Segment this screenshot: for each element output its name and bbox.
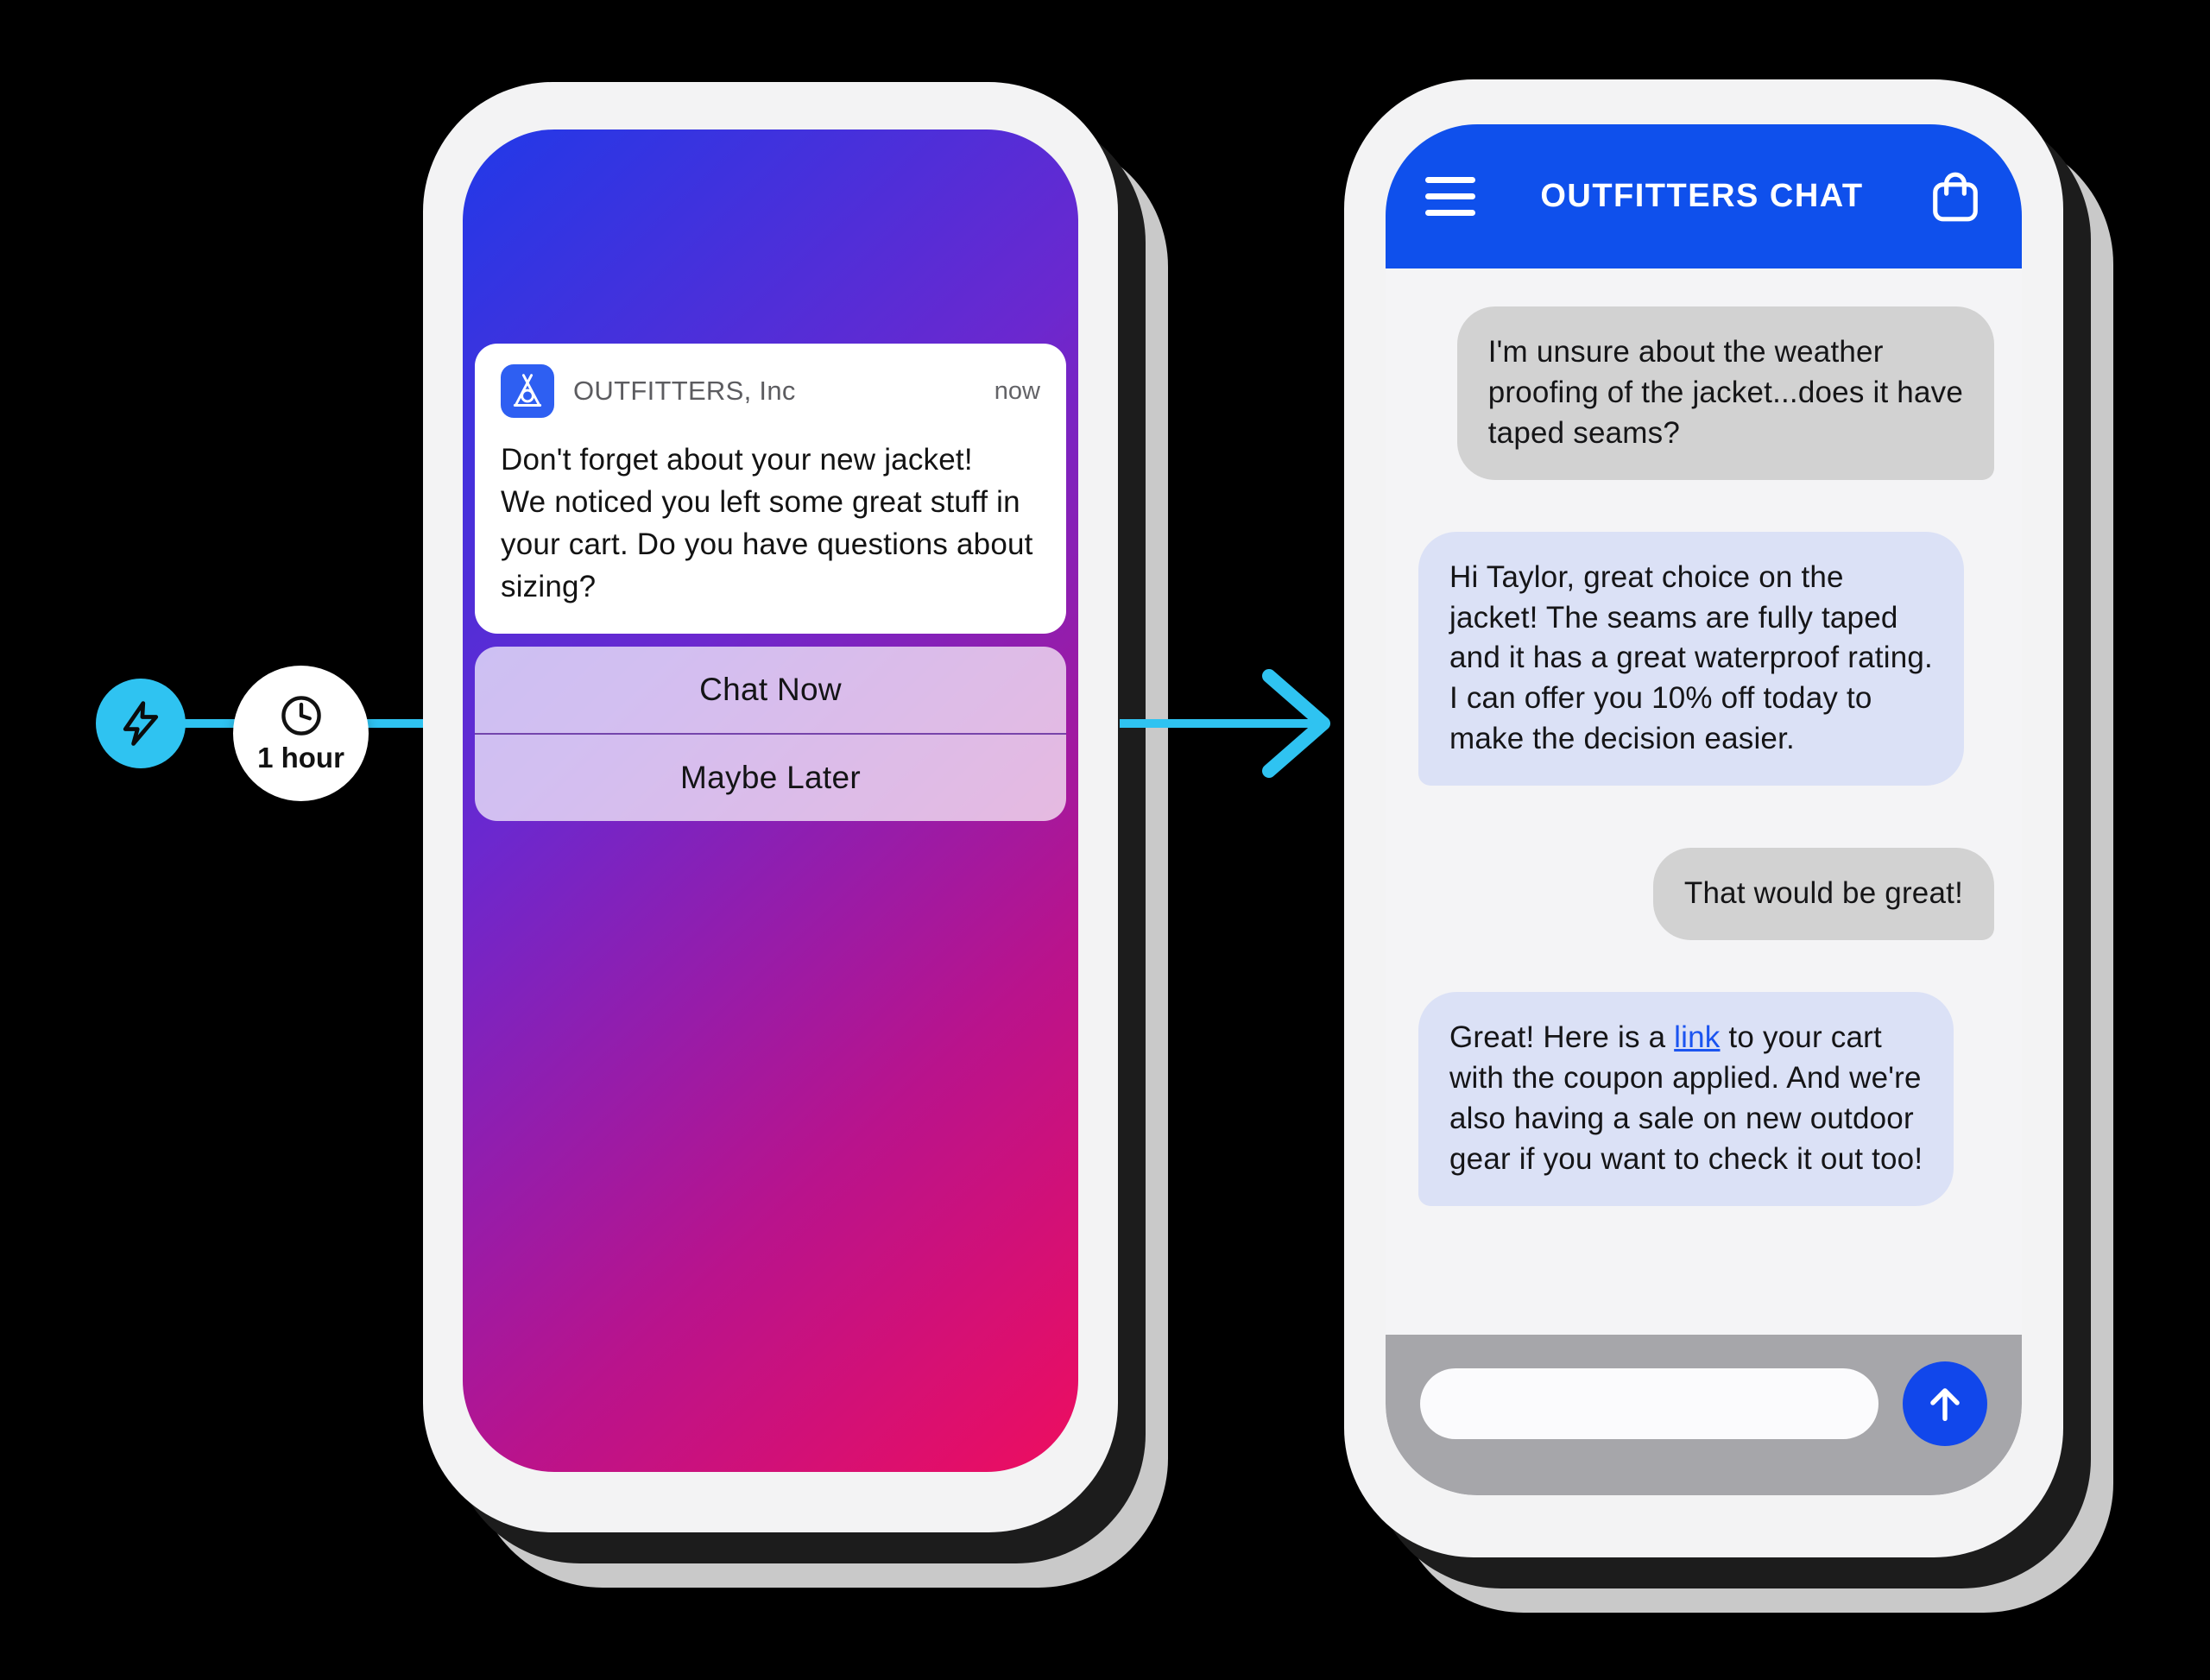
send-button[interactable] [1903,1361,1987,1446]
chat-phone: OUTFITTERS CHAT I'm unsure about the wea… [1344,79,2063,1557]
notification-body: Don't forget about your new jacket! We n… [501,443,1033,603]
notification-phone-screen: OUTFITTERS, Inc now Don't forget about y… [463,129,1078,1472]
tent-icon [513,374,542,407]
notification-timestamp: now [994,376,1040,405]
chat-phone-screen: OUTFITTERS CHAT I'm unsure about the wea… [1386,124,2022,1495]
maybe-later-button[interactable]: Maybe Later [475,733,1066,821]
chat-composer [1386,1335,2022,1495]
delay-badge: 1 hour [233,666,369,801]
notification-header: OUTFITTERS, Inc now [501,364,1040,418]
hamburger-icon [1425,193,1475,199]
push-notification-card[interactable]: OUTFITTERS, Inc now Don't forget about y… [475,344,1066,634]
cart-link[interactable]: link [1674,1020,1721,1055]
trigger-badge [96,679,186,768]
app-icon [501,364,554,418]
flow-arrow-icon [1262,669,1330,778]
flow-connector-line [1120,719,1320,728]
chat-bubble-agent: Hi Taylor, great choice on the jacket! T… [1418,531,1964,786]
shopping-bag-icon [1933,172,1978,221]
menu-button[interactable] [1425,177,1475,216]
app-name: OUTFITTERS, Inc [573,376,796,406]
hamburger-icon [1425,210,1475,216]
chat-messages: I'm unsure about the weather proofing of… [1386,268,2022,1335]
lightning-icon [123,701,159,746]
chat-now-button[interactable]: Chat Now [699,672,842,707]
hamburger-icon [1425,177,1475,183]
arrow-up-icon [1930,1388,1960,1422]
delay-label: 1 hour [257,741,344,774]
cart-button[interactable] [1929,167,1982,226]
chat-bubble-user: I'm unsure about the weather proofing of… [1456,306,1994,480]
chat-bubble-agent: Great! Here is a link to your cart with … [1418,992,1954,1206]
chat-bubble-user: That would be great! [1652,848,1994,941]
chat-header: OUTFITTERS CHAT [1386,124,2022,268]
notification-phone: OUTFITTERS, Inc now Don't forget about y… [423,82,1118,1532]
clock-icon [281,695,321,736]
chat-title: OUTFITTERS CHAT [1540,178,1864,214]
notification-actions: Chat Now Maybe Later [475,647,1066,821]
message-input[interactable] [1420,1368,1878,1439]
